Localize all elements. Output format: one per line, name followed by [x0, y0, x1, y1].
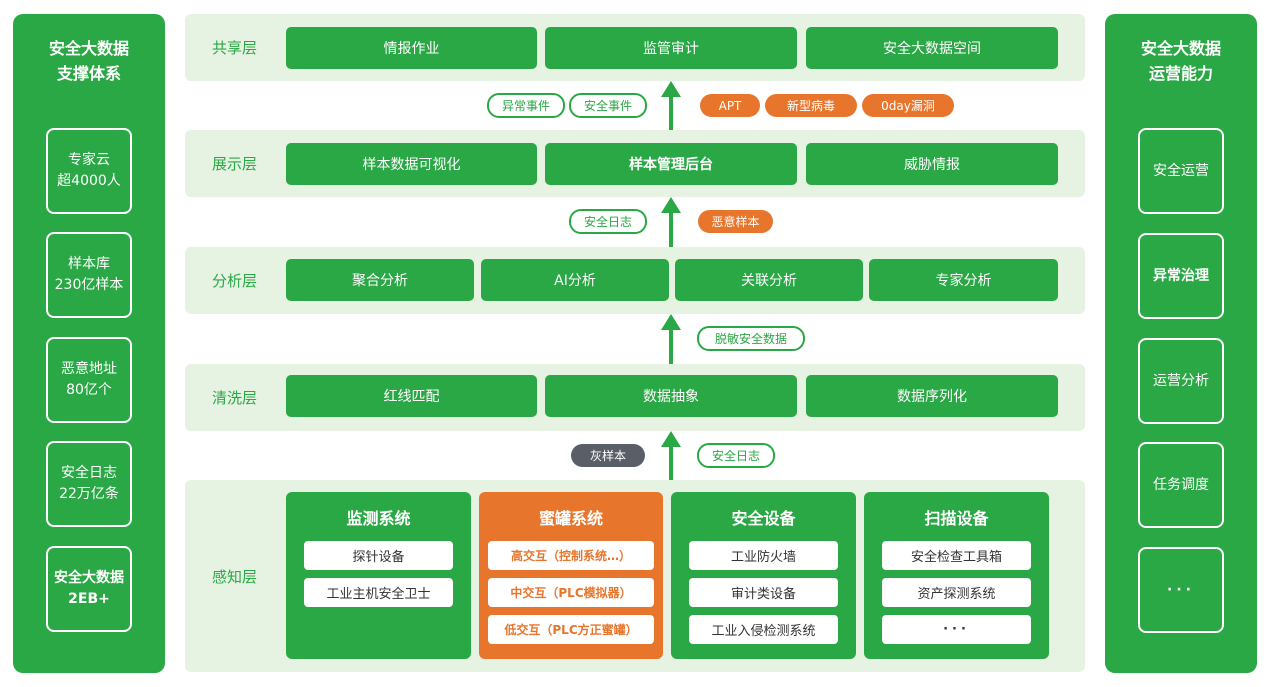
tag-0day: 0day漏洞: [862, 94, 954, 117]
data-abstraction-block: 数据抽象: [545, 375, 797, 417]
perception-layer-label: 感知层: [212, 567, 258, 586]
analysis-layer-label: 分析层: [212, 272, 258, 290]
monitoring-system-card: 监测系统 探针设备 工业主机安全卫士: [286, 492, 471, 659]
card-title: 监测系统: [346, 509, 411, 528]
right-panel-title: 安全大数据 运营能力: [1140, 39, 1221, 83]
display-layer-label: 展示层: [212, 155, 258, 173]
tag-apt: APT: [700, 94, 760, 117]
threat-intel-block: 威胁情报: [806, 143, 1058, 185]
security-log-box: 安全日志 22万亿条: [46, 441, 132, 527]
card-item: 工业入侵检测系统: [689, 615, 838, 644]
display-layer: 展示层 样本数据可视化 样本管理后台 威胁情报: [185, 130, 1085, 197]
ops-analysis-box: 运营分析: [1138, 338, 1224, 424]
aggregate-analysis-block: 聚合分析: [286, 259, 474, 301]
card-item: 审计类设备: [689, 578, 838, 607]
card-item: 工业主机安全卫士: [304, 578, 453, 607]
arrow-shaft: [669, 329, 673, 364]
card-item: 安全检查工具箱: [882, 541, 1031, 570]
tag-malicious-sample: 恶意样本: [698, 210, 773, 233]
tag-security-log: 安全日志: [569, 209, 647, 234]
arrow-up-icon: [661, 197, 681, 213]
expert-analysis-block: 专家分析: [869, 259, 1058, 301]
supervision-audit-block: 监管审计: [545, 27, 797, 69]
data-serialization-block: 数据序列化: [806, 375, 1058, 417]
left-panel-title: 安全大数据 支撑体系: [48, 39, 129, 83]
card-item: 探针设备: [304, 541, 453, 570]
tag-security-log-2: 安全日志: [697, 443, 775, 468]
sample-library-box: 样本库 230亿样本: [46, 232, 132, 318]
tag-desensitized-data: 脱敏安全数据: [697, 326, 805, 351]
tag-abnormal-event: 异常事件: [487, 93, 565, 118]
more-box: ···: [1138, 547, 1224, 633]
share-layer: 共享层 情报作业 监管审计 安全大数据空间: [185, 14, 1085, 81]
ai-analysis-block: AI分析: [481, 259, 669, 301]
clean-layer-label: 清洗层: [212, 389, 258, 407]
sample-admin-block: 样本管理后台: [545, 143, 797, 185]
card-title: 扫描设备: [924, 509, 989, 528]
card-item: 工业防火墙: [689, 541, 838, 570]
security-bigdata-box: 安全大数据 2EB+: [46, 546, 132, 632]
arrow-shaft: [669, 212, 673, 247]
arrow-up-icon: [661, 81, 681, 97]
sample-visualization-block: 样本数据可视化: [286, 143, 537, 185]
scanning-device-card: 扫描设备 安全检查工具箱 资产探测系统 ···: [864, 492, 1049, 659]
intel-ops-block: 情报作业: [286, 27, 537, 69]
task-scheduling-box: 任务调度: [1138, 442, 1224, 528]
clean-layer: 清洗层 红线匹配 数据抽象 数据序列化: [185, 364, 1085, 431]
redline-match-block: 红线匹配: [286, 375, 537, 417]
card-title: 蜜罐系统: [538, 509, 603, 528]
card-item: 中交互（PLC模拟器）: [488, 578, 654, 607]
anomaly-governance-box: 异常治理: [1138, 233, 1224, 319]
card-item: 低交互（PLC方正蜜罐）: [488, 615, 654, 644]
tag-gray-sample: 灰样本: [571, 444, 645, 467]
analysis-layer: 分析层 聚合分析 AI分析 关联分析 专家分析: [185, 247, 1085, 314]
expert-cloud-box: 专家云 超4000人: [46, 128, 132, 214]
share-layer-label: 共享层: [212, 39, 258, 57]
arrow-up-icon: [661, 314, 681, 330]
correlation-analysis-block: 关联分析: [675, 259, 863, 301]
right-operations-panel: 安全大数据 运营能力 安全运营 异常治理 运营分析 任务调度 ···: [1105, 14, 1257, 673]
arrow-shaft: [669, 96, 673, 130]
card-title: 安全设备: [731, 509, 796, 528]
security-device-card: 安全设备 工业防火墙 审计类设备 工业入侵检测系统: [671, 492, 856, 659]
tag-security-event: 安全事件: [569, 93, 647, 118]
security-ops-box: 安全运营: [1138, 128, 1224, 214]
card-item: 资产探测系统: [882, 578, 1031, 607]
card-item: 高交互（控制系统…）: [488, 541, 654, 570]
malicious-address-box: 恶意地址 80亿个: [46, 337, 132, 423]
arrow-shaft: [669, 446, 673, 480]
left-support-panel: 安全大数据 支撑体系 专家云 超4000人 样本库 230亿样本 恶意地址 80…: [13, 14, 165, 673]
tag-new-virus: 新型病毒: [765, 94, 857, 117]
perception-layer: 感知层 监测系统 探针设备 工业主机安全卫士 蜜罐系统 高交互（控制系统…） 中…: [185, 480, 1085, 672]
card-item: ···: [882, 615, 1031, 644]
arrow-up-icon: [661, 431, 681, 447]
honeypot-system-card: 蜜罐系统 高交互（控制系统…） 中交互（PLC模拟器） 低交互（PLC方正蜜罐）: [479, 492, 663, 659]
bigdata-space-block: 安全大数据空间: [806, 27, 1058, 69]
